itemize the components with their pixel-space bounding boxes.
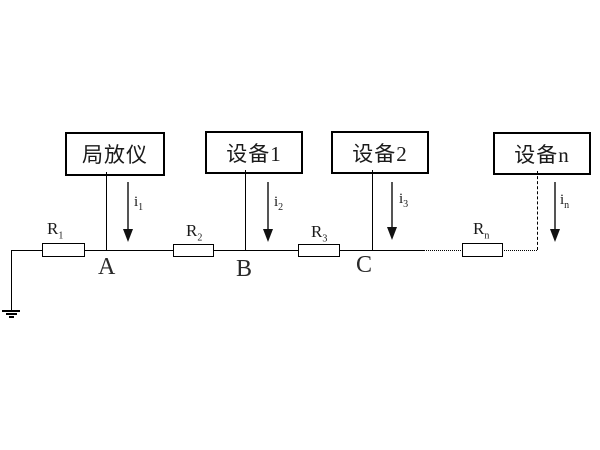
device-box-1: 设备1 [205,131,303,174]
device-box-pd-meter: 局放仪 [65,132,165,176]
resistor-r1 [42,243,85,257]
arrow-down-icon [387,227,397,240]
node-label-c: C [356,252,373,278]
connector-pd-meter [106,172,107,250]
arrow-down-icon [123,229,133,242]
resistor-label-r3: R3 [311,222,328,245]
ground-drop-line [11,250,12,310]
current-arrow-i1 [127,182,129,230]
resistor-label-r2: R2 [186,221,203,244]
device-label-n: 设备n [514,142,570,167]
resistor-rn [462,243,503,257]
resistor-r2 [173,244,214,257]
device-label-1: 设备1 [226,141,282,166]
connector-device-n-dashed [537,171,538,250]
current-arrow-i2 [267,182,269,230]
device-box-2: 设备2 [331,131,429,174]
connector-device-1 [245,170,246,250]
ground-icon [9,316,14,318]
current-label-i2: i2 [274,194,284,213]
resistor-label-r1: R1 [47,219,64,242]
node-label-a: A [98,254,116,280]
resistor-label-rn: Rn [473,219,490,242]
current-label-i1: i1 [134,194,144,213]
arrow-down-icon [263,229,273,242]
connector-device-2 [372,170,373,250]
node-label-b: B [236,256,253,282]
current-label-in: in [560,192,570,211]
ground-icon [2,310,20,312]
device-box-n: 设备n [493,132,591,175]
current-label-i3: i3 [399,191,409,210]
arrow-down-icon [550,229,560,242]
current-arrow-in [554,182,556,230]
resistor-r3 [298,244,340,257]
ground-icon [6,313,17,315]
device-label-pd-meter: 局放仪 [82,143,148,167]
current-arrow-i3 [391,182,393,228]
bus-line-solid [11,250,423,251]
device-label-2: 设备2 [352,141,408,166]
